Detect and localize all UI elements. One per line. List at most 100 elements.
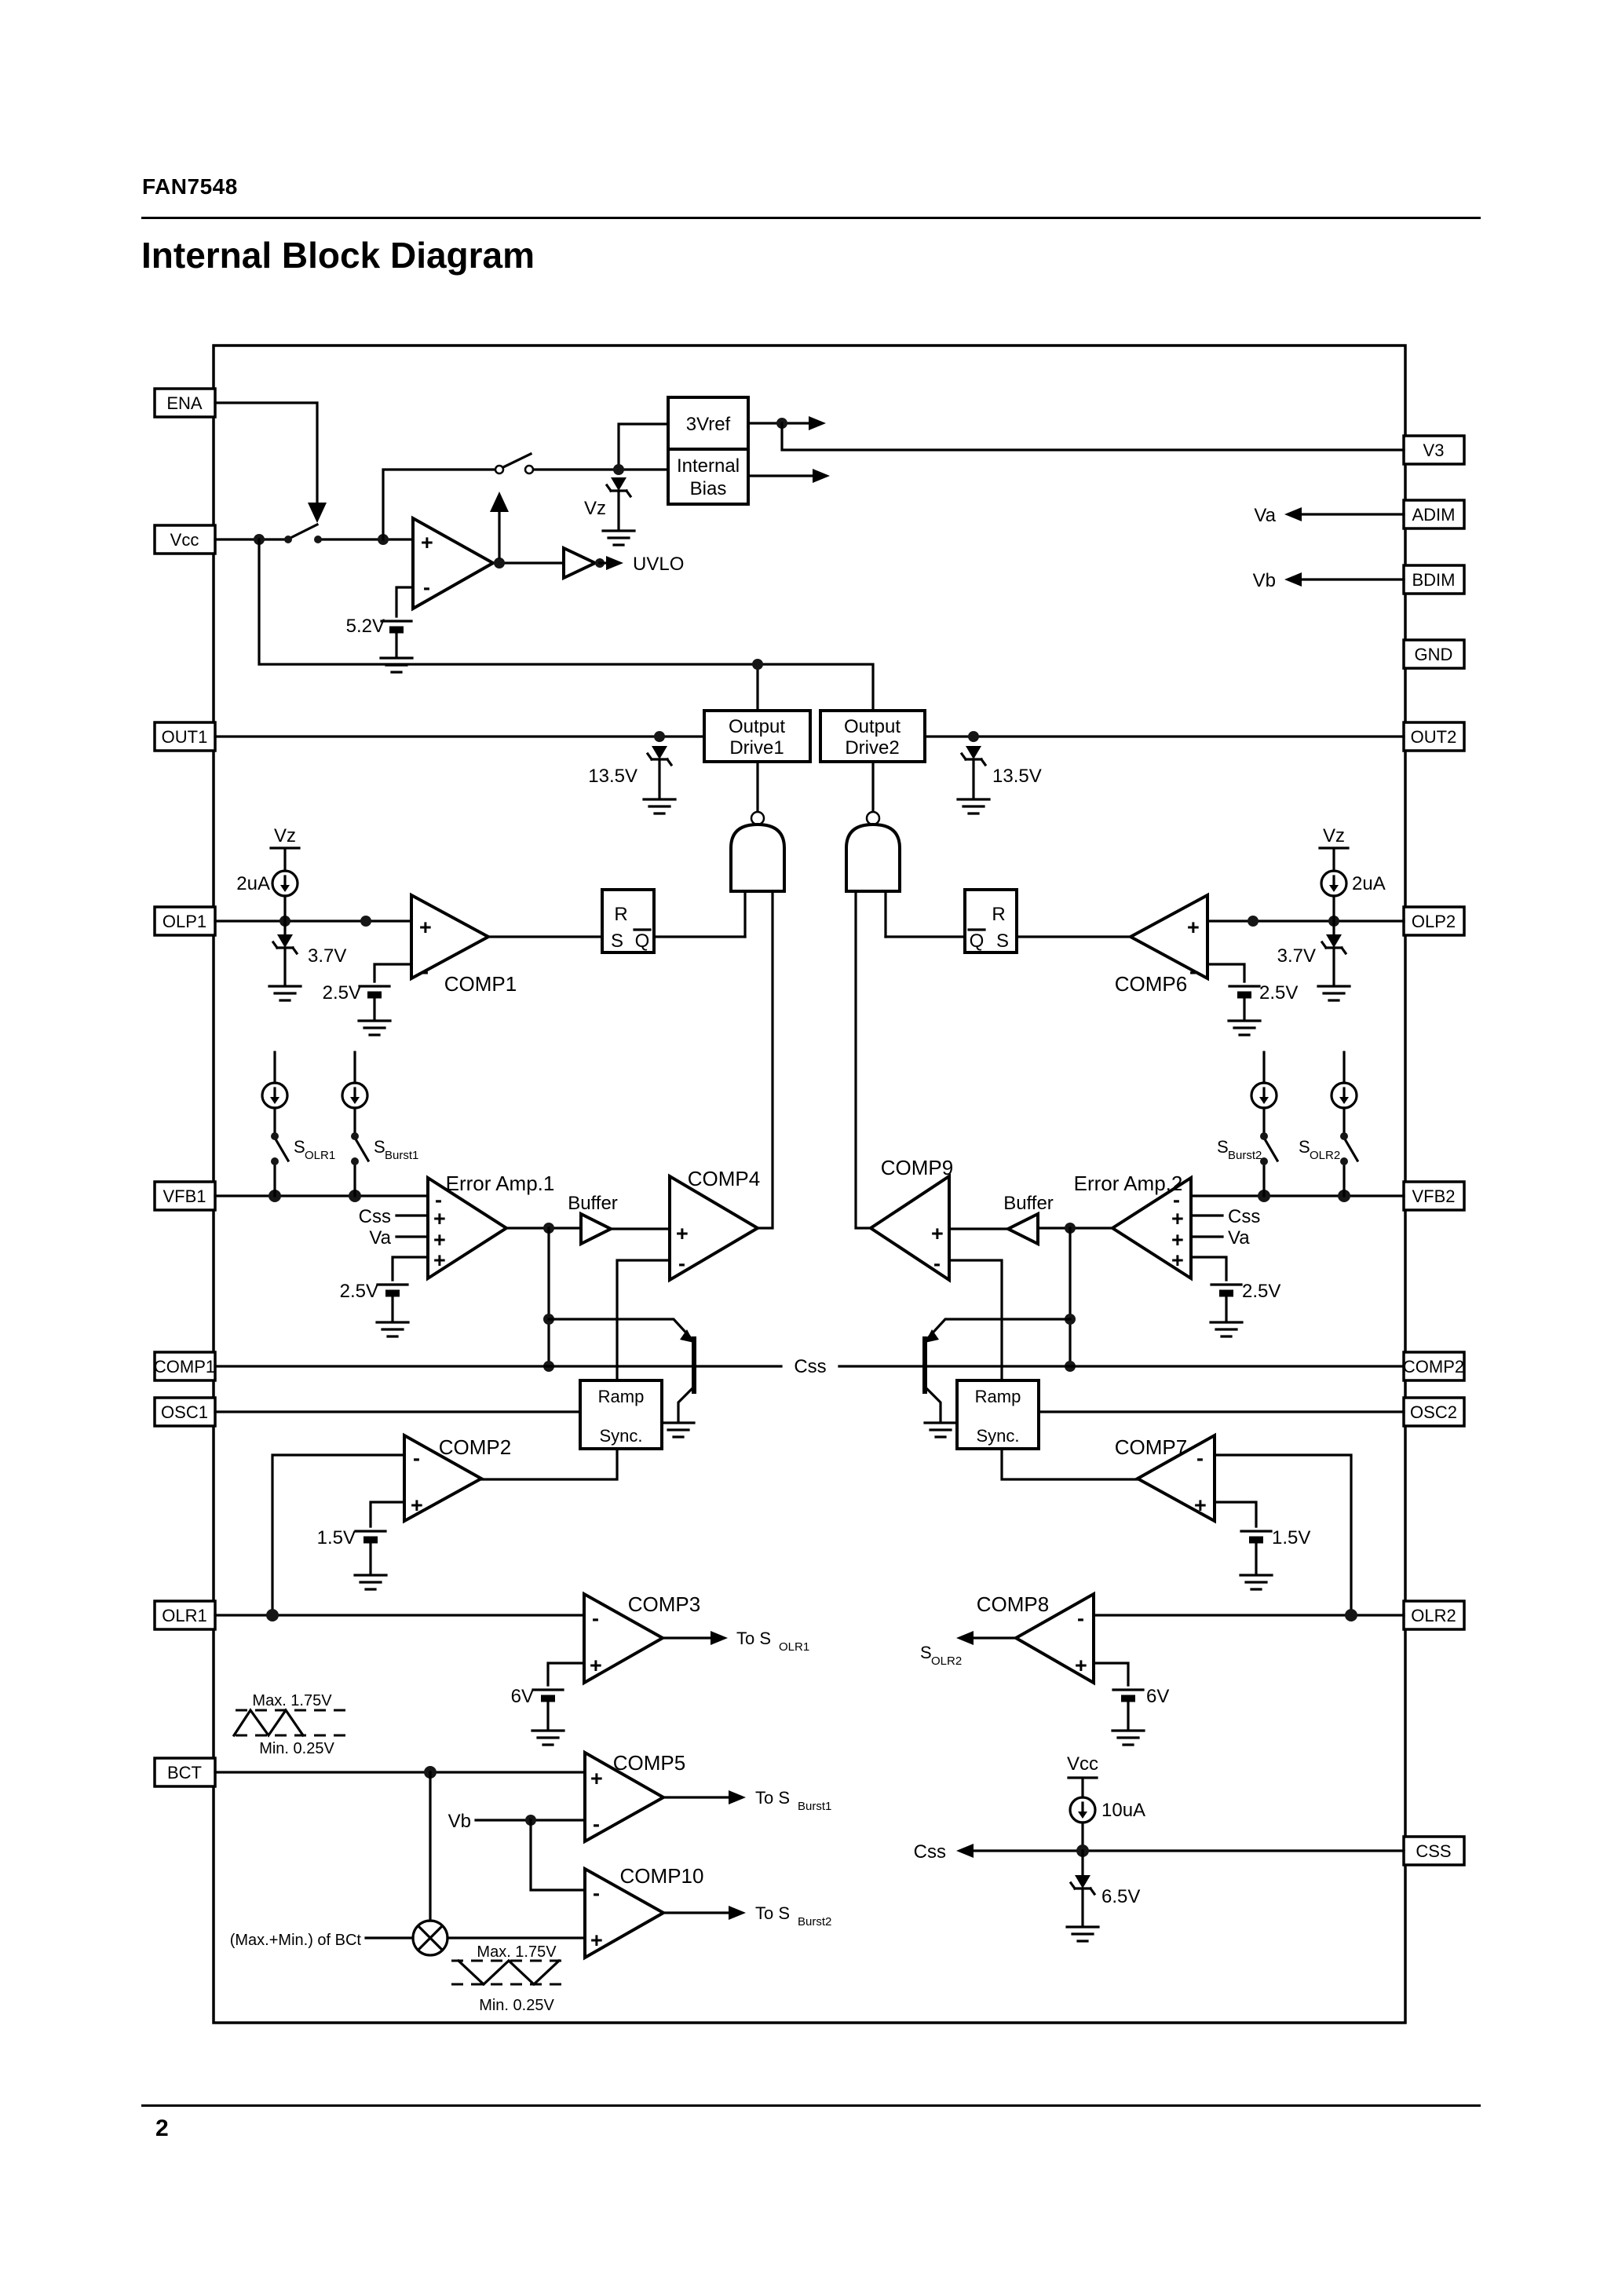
olp1-clamp-value: 3.7V bbox=[308, 945, 346, 967]
uvlo-arrow-icon bbox=[606, 556, 623, 570]
comp3-comparator bbox=[583, 1591, 667, 1686]
pin-vfb2 bbox=[1402, 1180, 1466, 1212]
s-olr2-sub: OLR2 bbox=[1310, 1149, 1340, 1162]
rs-latch1 bbox=[601, 888, 656, 954]
comp9-comparator bbox=[868, 1173, 951, 1283]
out1-clamp-value: 13.5V bbox=[588, 766, 637, 787]
comp8-olr2-section: COMP8 - + 6V S OLR2 bbox=[920, 1591, 1405, 1746]
header-rule bbox=[141, 217, 1481, 219]
pin-osc2 bbox=[1402, 1396, 1466, 1428]
drive2-label-2: Drive2 bbox=[845, 737, 899, 759]
pin-comp1-label: COMP1 bbox=[154, 1357, 215, 1377]
pin-comp2-label: COMP2 bbox=[1403, 1357, 1464, 1377]
vz-label: Vz bbox=[584, 498, 606, 519]
comp7-minus: - bbox=[1196, 1446, 1204, 1470]
bias-out-arrow-icon bbox=[813, 469, 830, 483]
pin-v3-label: V3 bbox=[1423, 441, 1445, 460]
comp1-ref-value: 2.5V bbox=[323, 982, 361, 1004]
comp8-minus: - bbox=[1077, 1607, 1084, 1630]
doc-id: FAN7548 bbox=[142, 174, 238, 199]
css-clamp-value: 6.5V bbox=[1101, 1886, 1140, 1907]
comp8-dest-label: S bbox=[920, 1643, 932, 1662]
error-amp2-section: S Burst2 S OLR2 Error Amp.2 - + + + Css … bbox=[868, 1051, 1405, 1382]
comp8-comparator bbox=[1012, 1591, 1095, 1686]
uvlo-plus: + bbox=[421, 531, 433, 554]
css-center-label: Css bbox=[794, 1356, 826, 1377]
comp10-plus: + bbox=[590, 1929, 603, 1952]
s-burst1-sub: Burst1 bbox=[385, 1149, 418, 1162]
comp6-comparator bbox=[1127, 892, 1209, 982]
comp6-minus: - bbox=[1189, 960, 1196, 983]
pin-osc1-label: OSC1 bbox=[161, 1402, 208, 1422]
maxmin-bct-label: (Max.+Min.) of BCt bbox=[230, 1932, 362, 1949]
pin-olp2 bbox=[1402, 905, 1466, 937]
olp2-current-value: 2uA bbox=[1352, 873, 1386, 894]
ea1-minus: - bbox=[435, 1188, 442, 1212]
ea2-plus2: + bbox=[1171, 1228, 1184, 1252]
pin-gnd bbox=[1402, 638, 1466, 670]
error-amp1-label: Error Amp.1 bbox=[446, 1172, 555, 1195]
dim-outputs-section: Va Vb bbox=[1253, 505, 1405, 591]
multiplier-x-icon bbox=[416, 1924, 444, 1952]
vb-label: Vb bbox=[1253, 570, 1276, 591]
pin-bct-label: BCT bbox=[167, 1763, 202, 1782]
comp6-plus: + bbox=[1187, 916, 1200, 939]
s-burst1-label: S bbox=[374, 1137, 385, 1157]
comp10-out-arrow-icon bbox=[729, 1906, 746, 1920]
comp9-label: COMP9 bbox=[881, 1156, 953, 1179]
vref-bias-section: Vz 3Vref Internal Bias bbox=[584, 396, 1405, 547]
comp8-ref-value: 6V bbox=[1146, 1686, 1169, 1707]
vcc-supply-label: Vcc bbox=[1067, 1753, 1098, 1775]
css-arrow-icon bbox=[956, 1844, 974, 1858]
ea1-plus2: + bbox=[433, 1228, 446, 1252]
comp2-plus: + bbox=[411, 1493, 423, 1517]
comp1-comparator bbox=[410, 892, 492, 982]
vz-label: Vz bbox=[274, 825, 296, 846]
bias-label-2: Bias bbox=[690, 478, 727, 499]
bias-label-1: Internal bbox=[677, 455, 740, 477]
pin-olr1-label: OLR1 bbox=[162, 1606, 206, 1625]
osc1-ramp-section: Ramp Sync. COMP2 - + 1.5V bbox=[214, 1379, 663, 1617]
comp2-comparator bbox=[403, 1432, 485, 1524]
buffer1 bbox=[579, 1211, 615, 1247]
out2-clamp-value: 13.5V bbox=[992, 766, 1042, 787]
pin-olr2-label: OLR2 bbox=[1411, 1606, 1456, 1625]
ea2-css-input: Css bbox=[1228, 1206, 1260, 1227]
wave1-min-label: Min. 0.25V bbox=[259, 1740, 334, 1757]
comp1-label: COMP1 bbox=[444, 972, 517, 996]
comp1-olp1-section: Vz 2uA 3.7V + - COMP1 2.5V bbox=[214, 825, 604, 1036]
buffer1-label: Buffer bbox=[568, 1193, 618, 1214]
comp5-dest-label: To S bbox=[755, 1788, 790, 1808]
nand2-bubble-icon bbox=[865, 810, 881, 826]
bdim-arrow-icon bbox=[1284, 572, 1302, 587]
pin-css-label: CSS bbox=[1416, 1841, 1451, 1861]
transistor1-arrow-icon bbox=[680, 1329, 694, 1343]
pin-bdim bbox=[1402, 564, 1466, 595]
sync1-label: Sync. bbox=[599, 1426, 642, 1446]
comp8-dest-sub: OLR2 bbox=[931, 1654, 962, 1668]
pin-bdim-label: BDIM bbox=[1412, 570, 1456, 590]
latch2-r: R bbox=[992, 904, 1005, 925]
comp5-comparator bbox=[583, 1749, 667, 1844]
bct-waveform2: Max. 1.75V Min. 0.25V bbox=[451, 1943, 569, 2014]
pins-right: V3 ADIM BDIM GND OUT2 OLP2 VFB2 COMP2 OS… bbox=[1402, 434, 1466, 1866]
ea1-plus3: + bbox=[433, 1249, 446, 1272]
va-label: Va bbox=[1254, 505, 1276, 526]
wave1-max-label: Max. 1.75V bbox=[252, 1692, 332, 1709]
comp7-label: COMP7 bbox=[1115, 1435, 1187, 1459]
comp8-label: COMP8 bbox=[977, 1592, 1049, 1616]
error-amp1 bbox=[426, 1175, 510, 1281]
rs-latch2 bbox=[963, 888, 1018, 954]
page-number: 2 bbox=[155, 2115, 169, 2141]
ea2-minus: - bbox=[1173, 1188, 1180, 1212]
comp2-label: COMP2 bbox=[439, 1435, 511, 1459]
internal-bias-block bbox=[667, 448, 750, 506]
ea1-css-input: Css bbox=[359, 1206, 391, 1227]
pin-olp2-label: OLP2 bbox=[1412, 912, 1456, 931]
comp10-minus: - bbox=[593, 1881, 600, 1905]
wave2-min-label: Min. 0.25V bbox=[479, 1997, 554, 2014]
comp10-dest-label: To S bbox=[755, 1903, 790, 1923]
error-amp1-section: S OLR1 S Burst1 Error Amp.1 - + + + Css … bbox=[214, 1051, 761, 1382]
comp2-minus: - bbox=[413, 1446, 420, 1470]
